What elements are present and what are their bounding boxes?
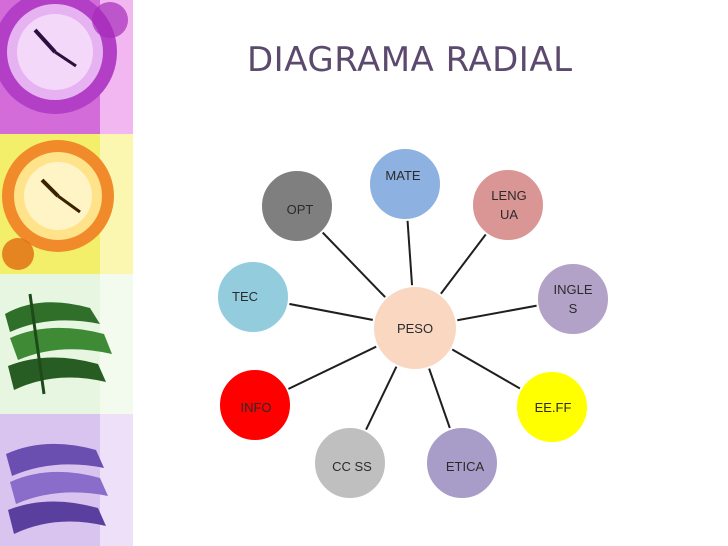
decorative-side-strip bbox=[0, 0, 133, 546]
center-node: PESO bbox=[372, 285, 458, 371]
node-label-ccss: CC SS bbox=[332, 459, 372, 474]
node-circle-etica bbox=[425, 426, 499, 500]
node-eeff: EE.FF bbox=[515, 370, 589, 444]
node-label-mate: MATE bbox=[385, 168, 420, 183]
node-tec: TEC bbox=[216, 260, 290, 334]
node-circle-ingles bbox=[536, 262, 610, 336]
green-book-image bbox=[0, 274, 133, 414]
node-label-ingles: INGLE bbox=[553, 282, 592, 297]
node-label-opt: OPT bbox=[287, 202, 314, 217]
node-label-lengua: UA bbox=[500, 207, 518, 222]
node-circle-lengua bbox=[471, 168, 545, 242]
node-label-tec: TEC bbox=[232, 289, 258, 304]
node-lengua: LENG UA bbox=[471, 168, 545, 242]
center-node-label: PESO bbox=[397, 321, 433, 336]
node-label-info: INFO bbox=[240, 400, 271, 415]
node-circle-ccss bbox=[313, 426, 387, 500]
purple-clock-image bbox=[0, 0, 133, 134]
node-ingles: INGLE S bbox=[536, 262, 610, 336]
node-info: INFO bbox=[218, 368, 292, 442]
node-circle-info bbox=[218, 368, 292, 442]
node-label-lengua: LENG bbox=[491, 188, 526, 203]
page-title: DIAGRAMA RADIAL bbox=[247, 40, 573, 80]
node-ccss: CC SS bbox=[313, 426, 387, 500]
node-label-etica: ETICA bbox=[446, 459, 485, 474]
node-circle-eeff bbox=[515, 370, 589, 444]
node-circle-opt bbox=[260, 169, 334, 243]
node-circle-tec bbox=[216, 260, 290, 334]
node-label-eeff: EE.FF bbox=[535, 400, 572, 415]
yellow-clock-image bbox=[0, 134, 133, 274]
node-circle-mate bbox=[368, 147, 442, 221]
node-opt: OPT bbox=[260, 169, 334, 243]
node-mate: MATE bbox=[368, 147, 442, 221]
node-label-ingles: S bbox=[569, 301, 578, 316]
node-etica: ETICA bbox=[425, 426, 499, 500]
lilac-book-image bbox=[0, 414, 133, 546]
